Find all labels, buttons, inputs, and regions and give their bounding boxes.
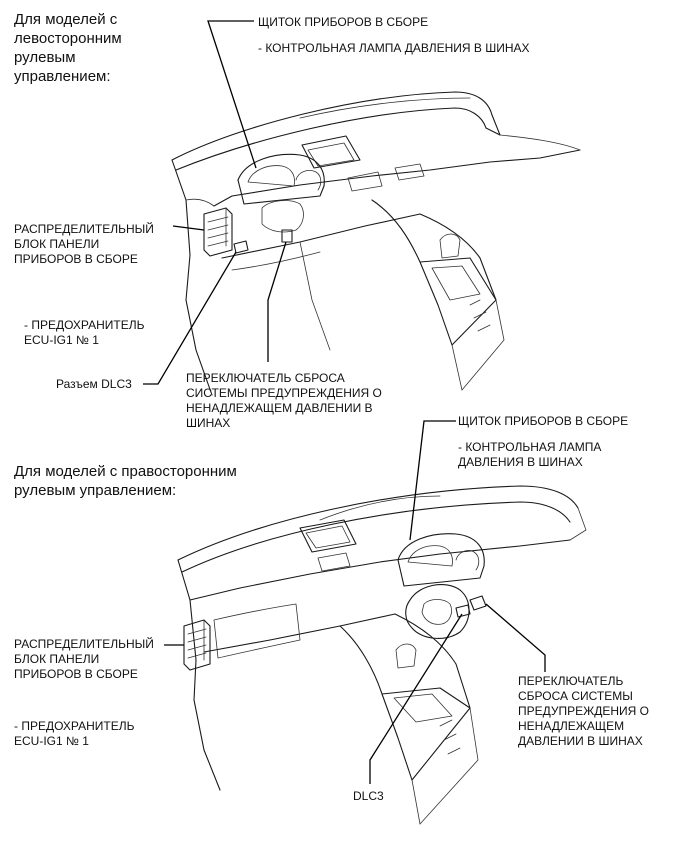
- lhd-fuse-line-1: - ПРЕДОХРАНИТЕЛЬ: [24, 318, 145, 332]
- rhd-junction-label: РАСПРЕДЕЛИТЕЛЬНЫЙ БЛОК ПАНЕЛИ ПРИБОРОВ В…: [14, 637, 154, 682]
- rhd-dlc-label: DLC3: [353, 789, 384, 803]
- rhd-cluster-leader: [409, 420, 456, 541]
- lhd-junction-leader: [172, 225, 205, 231]
- rhd-junction-line-3: ПРИБОРОВ В СБОРЕ: [14, 667, 138, 681]
- rhd-switch-leader: [485, 603, 546, 672]
- rhd-cluster-sub-line-1: - КОНТРОЛЬНАЯ ЛАМПА: [458, 440, 602, 454]
- lhd-heading-line-1: Для моделей с: [14, 11, 118, 28]
- rhd-cluster-sub-label: - КОНТРОЛЬНАЯ ЛАМПА ДАВЛЕНИЯ В ШИНАХ: [458, 440, 601, 470]
- rhd-junction-line-1: РАСПРЕДЕЛИТЕЛЬНЫЙ: [14, 637, 154, 651]
- rhd-heading: Для моделей с правосторонним рулевым упр…: [14, 462, 237, 500]
- rhd-junction-line-2: БЛОК ПАНЕЛИ: [14, 652, 100, 666]
- rhd-switch-label: ПЕРЕКЛЮЧАТЕЛЬ СБРОСА СИСТЕМЫ ПРЕДУПРЕЖДЕ…: [518, 674, 649, 749]
- lhd-dashboard-drawing: [171, 91, 581, 396]
- rhd-switch-line-4: НЕНАДЛЕЖАЩЕМ: [518, 719, 625, 733]
- lhd-heading-line-4: управлением:: [14, 68, 111, 85]
- lhd-junction-label: РАСПРЕДЕЛИТЕЛЬНЫЙ БЛОК ПАНЕЛИ ПРИБОРОВ В…: [14, 222, 154, 267]
- rhd-switch-line-3: ПРЕДУПРЕЖДЕНИЯ О: [518, 704, 649, 718]
- lhd-heading-line-2: левосторонним: [14, 30, 122, 47]
- lhd-heading: Для моделей с левосторонним рулевым упра…: [14, 10, 122, 86]
- lhd-dlc-leader: [143, 251, 237, 385]
- lhd-cluster-sub-label: - КОНТРОЛЬНАЯ ЛАМПА ДАВЛЕНИЯ В ШИНАХ: [258, 41, 530, 55]
- rhd-switch-line-2: СБРОСА СИСТЕМЫ: [518, 689, 633, 703]
- rhd-fuse-label: - ПРЕДОХРАНИТЕЛЬ ECU-IG1 № 1: [14, 719, 134, 749]
- lhd-junction-line-1: РАСПРЕДЕЛИТЕЛЬНЫЙ: [14, 222, 154, 236]
- rhd-switch-line-5: ДАВЛЕНИИ В ШИНАХ: [518, 734, 643, 748]
- lhd-fuse-label: - ПРЕДОХРАНИТЕЛЬ ECU-IG1 № 1: [24, 318, 144, 348]
- rhd-fuse-line-2: ECU-IG1 № 1: [14, 734, 89, 748]
- lhd-heading-line-3: рулевым: [14, 49, 76, 66]
- rhd-fuse-line-1: - ПРЕДОХРАНИТЕЛЬ: [14, 719, 135, 733]
- lhd-switch-leader: [267, 241, 287, 362]
- rhd-dashboard-drawing: [177, 485, 587, 825]
- lhd-switch-line-3: НЕНАДЛЕЖАЩЕМ ДАВЛЕНИИ В: [186, 401, 373, 415]
- lhd-cluster-leader: [207, 20, 257, 169]
- lhd-junction-line-2: БЛОК ПАНЕЛИ: [14, 237, 100, 251]
- lhd-dlc-label: Разъем DLC3: [56, 377, 132, 391]
- lhd-junction-line-3: ПРИБОРОВ В СБОРЕ: [14, 252, 138, 266]
- rhd-dlc-leader: [369, 613, 463, 784]
- lhd-switch-line-2: СИСТЕМЫ ПРЕДУПРЕЖДЕНИЯ О: [186, 386, 382, 400]
- rhd-switch-line-1: ПЕРЕКЛЮЧАТЕЛЬ: [518, 674, 624, 688]
- rhd-heading-line-2: рулевым управлением:: [14, 482, 177, 499]
- lhd-switch-label: ПЕРЕКЛЮЧАТЕЛЬ СБРОСА СИСТЕМЫ ПРЕДУПРЕЖДЕ…: [186, 371, 382, 431]
- rhd-cluster-sub-line-2: ДАВЛЕНИЯ В ШИНАХ: [458, 455, 583, 469]
- rhd-heading-line-1: Для моделей с правосторонним: [14, 463, 237, 480]
- lhd-cluster-label: ЩИТОК ПРИБОРОВ В СБОРЕ: [258, 15, 429, 29]
- lhd-fuse-line-2: ECU-IG1 № 1: [24, 333, 99, 347]
- lhd-switch-line-4: ШИНАХ: [186, 416, 231, 430]
- lhd-switch-line-1: ПЕРЕКЛЮЧАТЕЛЬ СБРОСА: [186, 371, 345, 385]
- rhd-cluster-label: ЩИТОК ПРИБОРОВ В СБОРЕ: [458, 414, 629, 428]
